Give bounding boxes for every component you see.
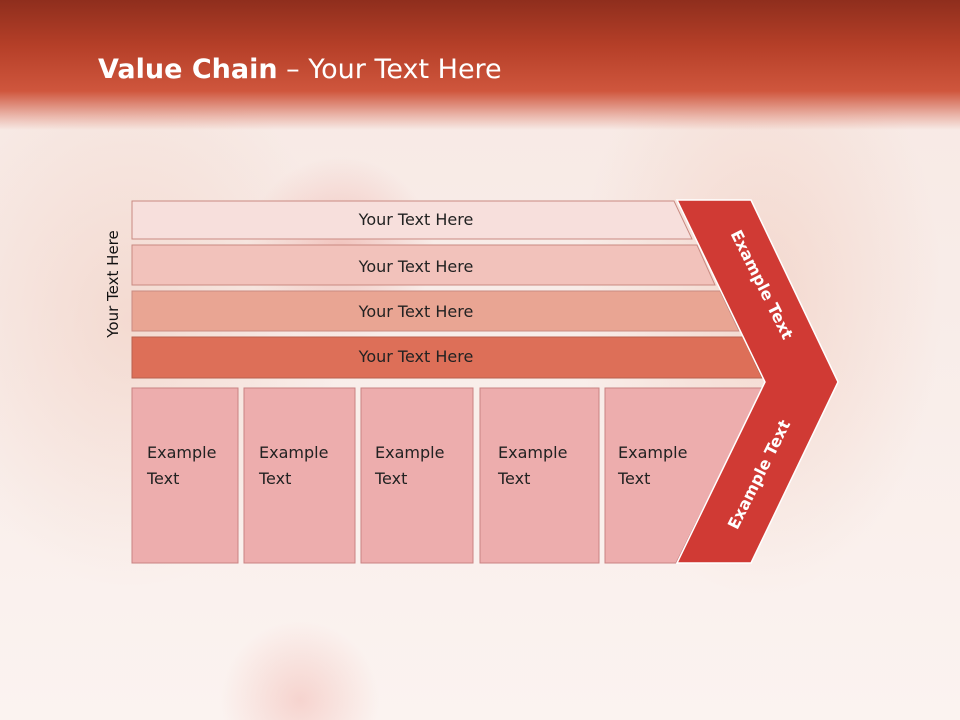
box-5-shape bbox=[604, 387, 764, 564]
box-3: Example Text bbox=[360, 387, 474, 564]
box-4-line1: Example bbox=[498, 443, 567, 462]
box-3-shape bbox=[360, 387, 474, 564]
reflect-box-4-line1: Example bbox=[498, 666, 567, 685]
reflect-box-3 bbox=[360, 564, 474, 720]
reflect-box-4-line2: Text bbox=[497, 640, 530, 659]
reflect-chevron-fill bbox=[677, 565, 826, 720]
box-1: Example Text bbox=[131, 387, 239, 564]
row-3-label: Your Text Here bbox=[358, 302, 474, 321]
row-1-label: Your Text Here bbox=[358, 210, 474, 229]
chevron-shape bbox=[675, 199, 839, 564]
reflect-box-2 bbox=[243, 564, 356, 720]
box-1-line2: Text bbox=[146, 469, 179, 488]
box-2: Example Text bbox=[243, 387, 356, 564]
box-4: Example Text bbox=[479, 387, 600, 564]
row-1-shape bbox=[131, 200, 693, 240]
box-5-line1: Example bbox=[618, 443, 687, 462]
box-5-line2: Text bbox=[617, 469, 650, 488]
reflect-box-1-line1: Example bbox=[147, 666, 216, 685]
row-4-label: Your Text Here bbox=[358, 347, 474, 366]
reflect-box-2-line1: Example bbox=[259, 666, 328, 685]
title-bar bbox=[0, 0, 960, 130]
reflect-box-5 bbox=[604, 564, 754, 720]
row-3-shape bbox=[131, 290, 740, 332]
box-3-line2: Text bbox=[374, 469, 407, 488]
box-4-line2: Text bbox=[497, 469, 530, 488]
reflect-box-1 bbox=[131, 564, 239, 720]
title-rest: – Your Text Here bbox=[277, 54, 502, 85]
reflect-box-5-line1: Example bbox=[618, 666, 687, 685]
reflect-box-5-line2: Text bbox=[617, 640, 650, 659]
box-3-line1: Example bbox=[375, 443, 444, 462]
row-4: Your Text Here bbox=[131, 336, 763, 379]
reflect-box-4 bbox=[479, 564, 600, 720]
row-2-shape bbox=[131, 244, 716, 286]
reflect-box-2-line2: Text bbox=[258, 640, 291, 659]
reflect-box-3-line2: Text bbox=[374, 640, 407, 659]
title-bold: Value Chain bbox=[98, 54, 278, 85]
box-2-shape bbox=[243, 387, 356, 564]
box-2-line1: Example bbox=[259, 443, 328, 462]
box-2-line2: Text bbox=[258, 469, 291, 488]
row-2: Your Text Here bbox=[131, 244, 716, 286]
reflect-box-1-line2: Text bbox=[146, 640, 179, 659]
row-2-label: Your Text Here bbox=[358, 257, 474, 276]
row-3: Your Text Here bbox=[131, 290, 740, 332]
slide-title: Value Chain – Your Text Here bbox=[98, 54, 502, 85]
reflect-box-3-line1: Example bbox=[375, 666, 444, 685]
row-4-shape bbox=[131, 336, 763, 379]
box-1-shape bbox=[131, 387, 239, 564]
row-1: Your Text Here bbox=[131, 200, 693, 240]
chevron-arrow: Example Text Example Text bbox=[675, 199, 839, 564]
box-5: Example Text bbox=[604, 387, 764, 564]
box-4-shape bbox=[479, 387, 600, 564]
box-1-line1: Example bbox=[147, 443, 216, 462]
